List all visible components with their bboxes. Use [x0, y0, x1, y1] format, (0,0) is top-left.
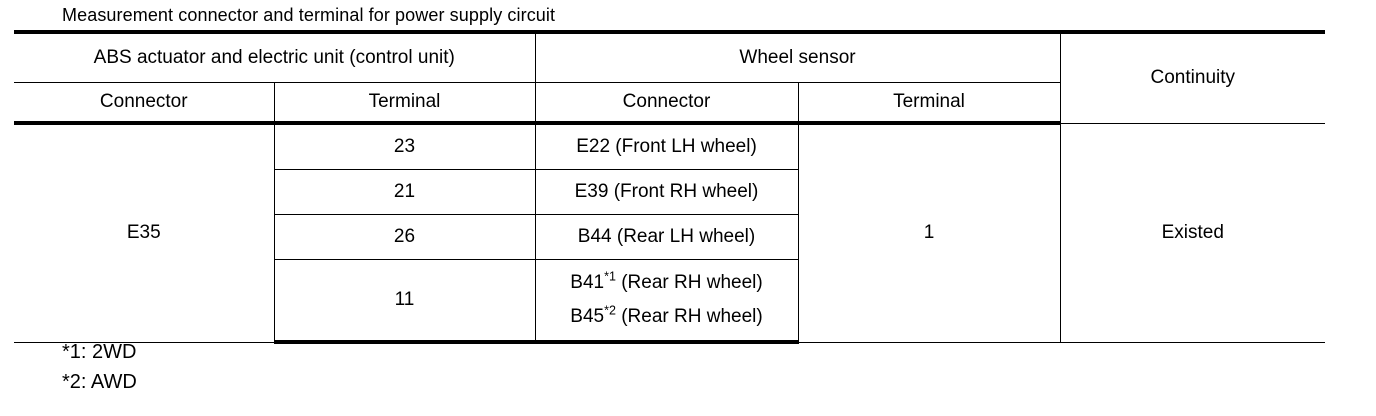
sub-header-abs-connector: Connector: [14, 82, 275, 125]
wheel-connector-line-2: B45*2 (Rear RH wheel): [540, 300, 794, 334]
cell-wheel-connector: E22 (Front LH wheel): [534, 122, 799, 170]
cell-wheel-connector-footnoted: B41*1 (Rear RH wheel) B45*2 (Rear RH whe…: [534, 259, 799, 344]
connector-code: B41: [570, 272, 605, 293]
cell-wheel-connector: E39 (Front RH wheel): [534, 169, 799, 215]
connector-description: (Rear RH wheel): [615, 272, 763, 293]
group-header-wheel-sensor: Wheel sensor: [534, 30, 1061, 83]
footnote-marker-1: *1: [604, 269, 616, 284]
sub-header-wheel-terminal: Terminal: [797, 82, 1061, 125]
table-row: 26 B44 (Rear LH wheel): [14, 214, 1325, 260]
footnote-item: *2: AWD: [62, 371, 137, 393]
sub-header-wheel-connector: Connector: [534, 82, 799, 125]
table-group-header-row: ABS actuator and electric unit (control …: [14, 30, 1326, 124]
wheel-connector-line-1: B41*1 (Rear RH wheel): [540, 266, 794, 300]
cell-abs-terminal: 11: [273, 259, 536, 344]
footnote-item: *1: 2WD: [62, 341, 137, 363]
table-caption: Measurement connector and terminal for p…: [62, 5, 556, 25]
connector-description: (Rear RH wheel): [615, 306, 763, 327]
sub-header-abs-terminal: Terminal: [273, 82, 536, 125]
connector-code: B45: [570, 306, 605, 327]
footnote-marker-2: *2: [604, 303, 616, 318]
cell-wheel-terminal: 1: [797, 122, 1061, 343]
measurement-spec-table: ABS actuator and electric unit (control …: [14, 30, 1326, 344]
cell-abs-terminal: 21: [273, 169, 536, 215]
table-row: 11 B41*1 (Rear RH wheel) B45*2 (Rear RH …: [14, 259, 1325, 344]
cell-abs-terminal: 26: [273, 214, 536, 260]
cell-continuity-value: Existed: [1059, 122, 1326, 343]
cell-wheel-connector: B44 (Rear LH wheel): [534, 214, 799, 260]
group-header-continuity: Continuity: [1059, 30, 1326, 124]
table-row: E35 23 E22 (Front LH wheel) 1 Existed: [14, 122, 1326, 343]
spec-table-container: ABS actuator and electric unit (control …: [14, 30, 1326, 344]
cell-abs-terminal: 23: [273, 122, 536, 170]
cell-abs-connector-e35: E35: [14, 122, 275, 343]
table-sub-header-row: Connector Terminal Connector Terminal: [14, 82, 1325, 125]
footnote-list: *1: 2WD *2: AWD: [62, 337, 137, 397]
group-header-abs-unit: ABS actuator and electric unit (control …: [14, 30, 536, 83]
